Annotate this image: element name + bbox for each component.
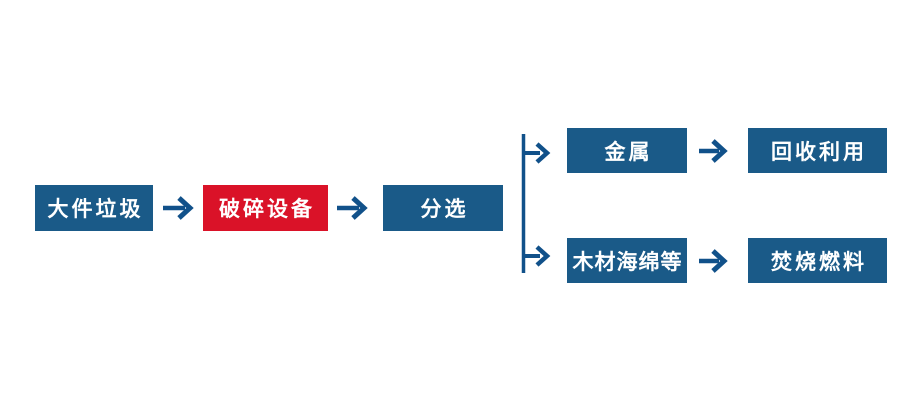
node-incineration-fuel-label: 焚烧燃料 bbox=[771, 249, 867, 274]
node-shredder: 破碎设备 bbox=[203, 185, 328, 231]
node-bulky-waste-label: 大件垃圾 bbox=[47, 197, 144, 221]
arrow-wood-to-fuel bbox=[699, 249, 728, 273]
node-sorting-label: 分选 bbox=[420, 197, 469, 221]
node-wood-sponge-label: 木材海绵等 bbox=[572, 249, 683, 274]
arrow-metal-to-recycling bbox=[699, 139, 728, 163]
node-bulky-waste: 大件垃圾 bbox=[35, 185, 153, 231]
arrow-sorting-to-metal bbox=[524, 142, 551, 164]
arrow-bulky-to-shredder bbox=[163, 196, 194, 220]
node-sorting: 分选 bbox=[383, 185, 503, 231]
node-recycling: 回收利用 bbox=[748, 128, 887, 173]
node-incineration-fuel: 焚烧燃料 bbox=[748, 238, 887, 283]
node-recycling-label: 回收利用 bbox=[771, 139, 867, 164]
arrow-sorting-to-wood bbox=[524, 245, 551, 267]
arrow-shredder-to-sorting bbox=[337, 196, 368, 220]
node-wood-sponge: 木材海绵等 bbox=[567, 238, 687, 283]
node-metal-label: 金属 bbox=[604, 139, 653, 164]
node-shredder-label: 破碎设备 bbox=[219, 197, 315, 221]
node-metal: 金属 bbox=[567, 128, 687, 173]
